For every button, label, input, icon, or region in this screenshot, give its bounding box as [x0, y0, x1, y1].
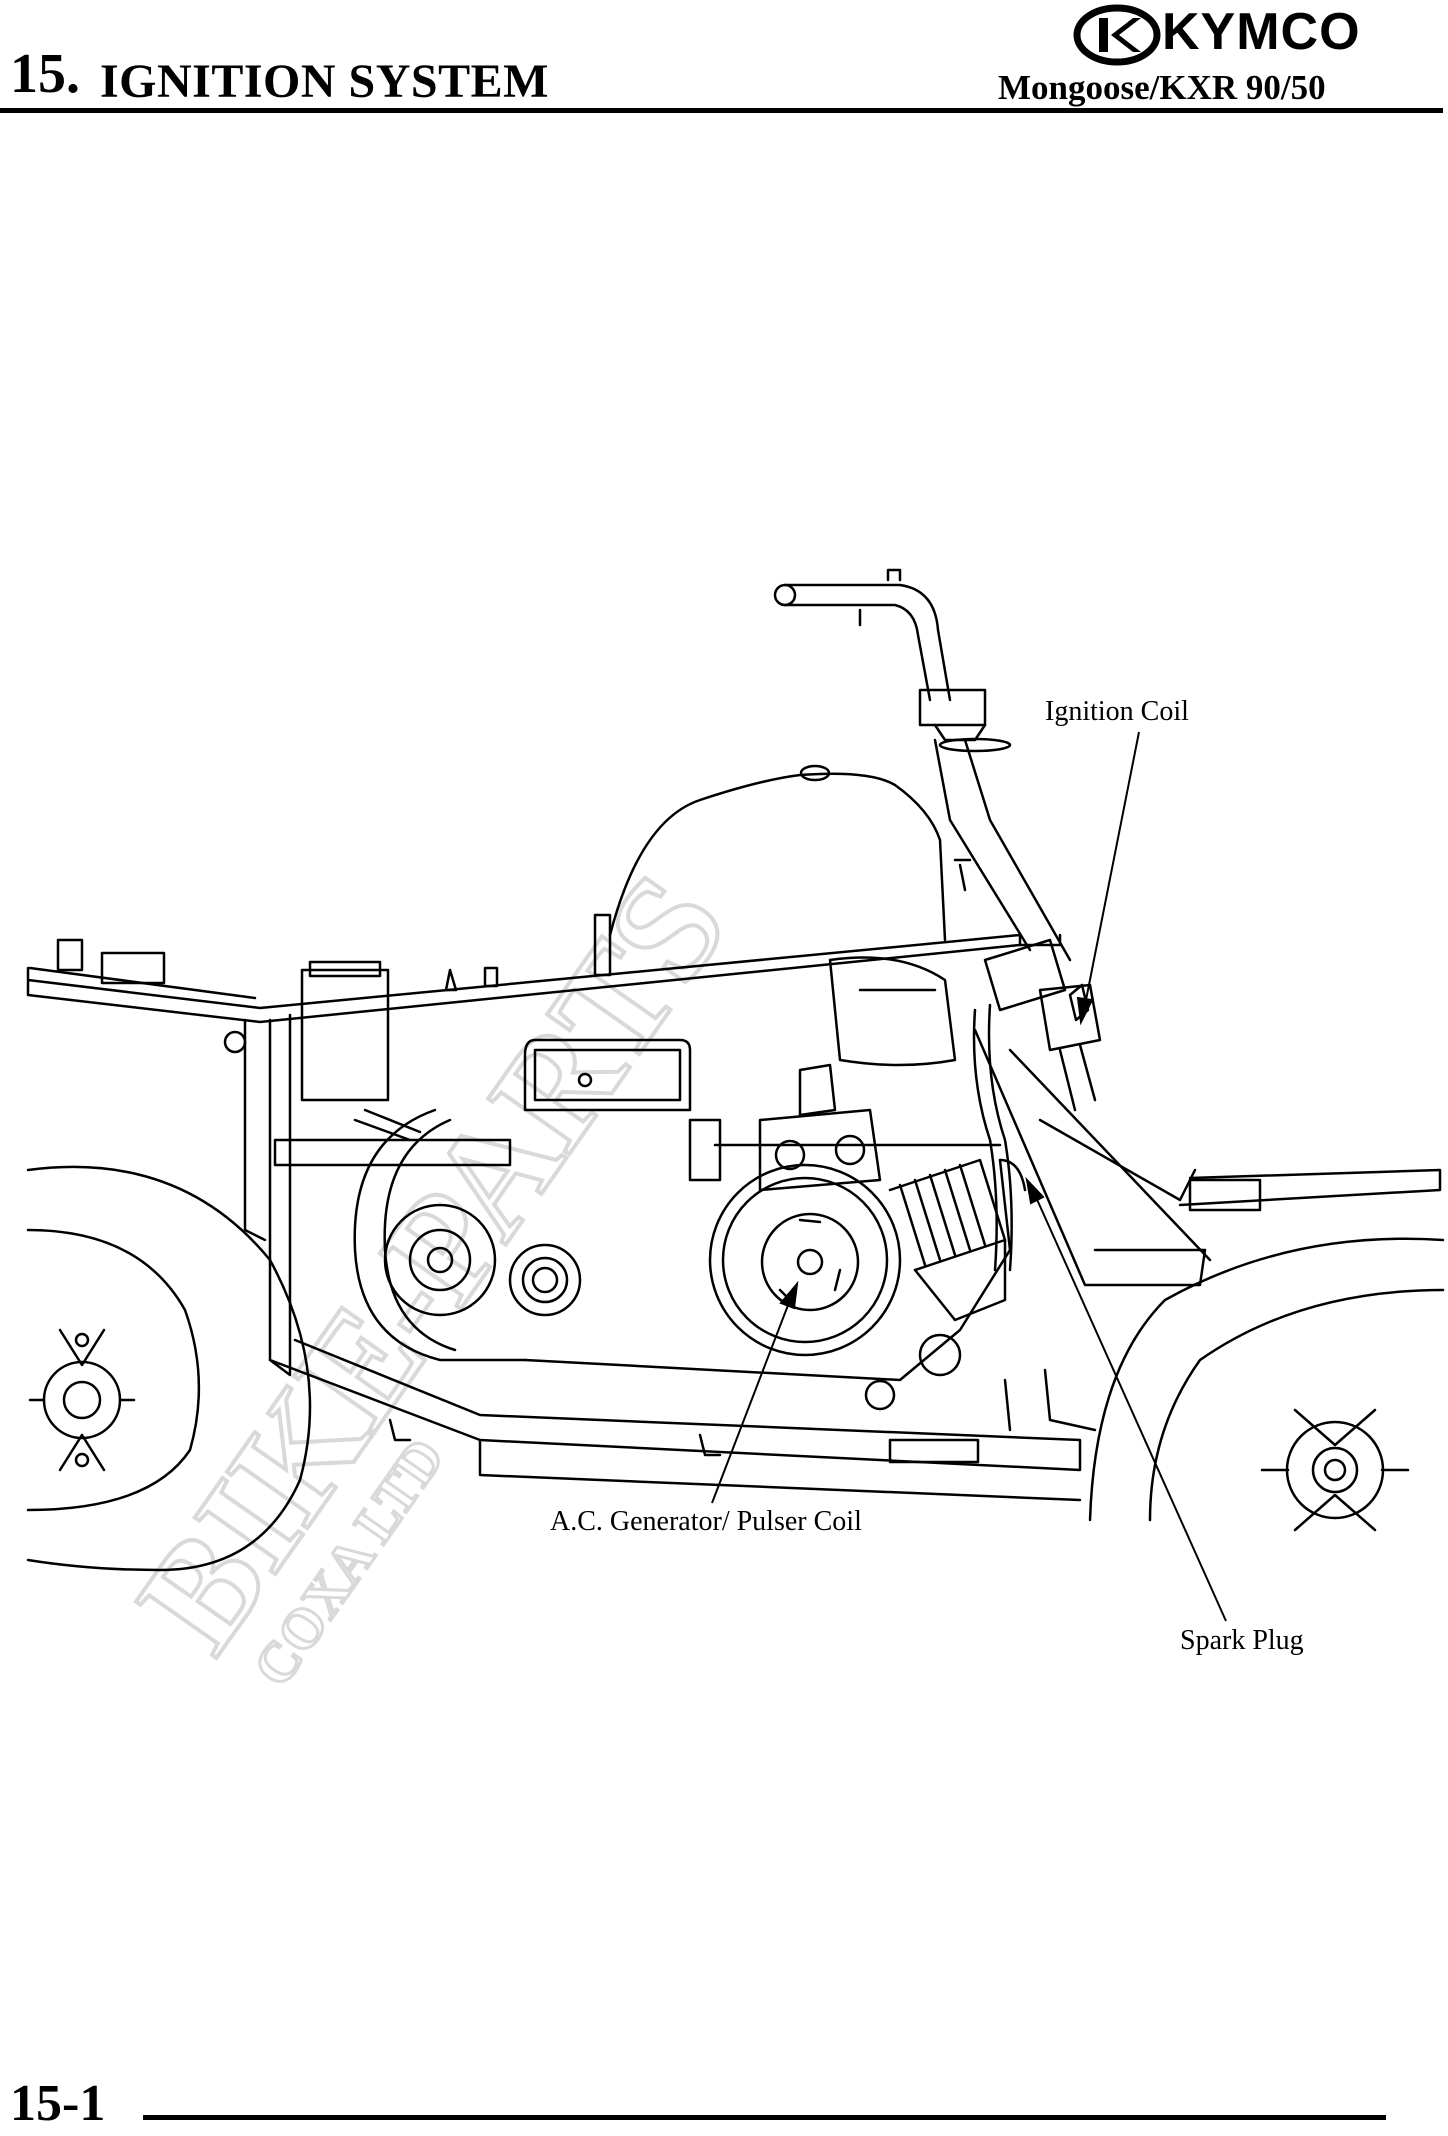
chapter-number: 15. [10, 43, 80, 105]
watermark-main: BIKE-PARTS [106, 846, 758, 1679]
air-filter-box [828, 956, 957, 1067]
brand-wordmark: KYMCO [1162, 3, 1361, 61]
chapter-title: IGNITION SYSTEM [100, 55, 549, 108]
engine [353, 956, 1012, 1411]
carburetor [758, 1063, 882, 1192]
kymco-logo-icon [1073, 4, 1161, 66]
footer-rule [143, 2115, 1386, 2120]
model-name: Mongoose/KXR 90/50 [998, 68, 1326, 107]
generator-cover [708, 1163, 902, 1357]
rear-wheel [26, 1165, 312, 1572]
callout-ignition-coil: Ignition Coil [1045, 696, 1189, 727]
page-number: 15-1 [10, 2075, 106, 2132]
callout-ac-generator: A.C. Generator/ Pulser Coil [550, 1506, 862, 1537]
leader-lines [711, 731, 1227, 1622]
fuel-tank [608, 764, 972, 942]
ignition-coil-assembly [972, 938, 1102, 1272]
cylinder-fins [864, 1158, 1007, 1411]
callout-spark-plug: Spark Plug [1180, 1625, 1304, 1656]
handlebar [773, 568, 1072, 962]
front-wheel [1088, 1237, 1445, 1532]
header-rule [0, 108, 1443, 113]
watermark: BIKE-PARTS COXA LTD [104, 844, 760, 1699]
